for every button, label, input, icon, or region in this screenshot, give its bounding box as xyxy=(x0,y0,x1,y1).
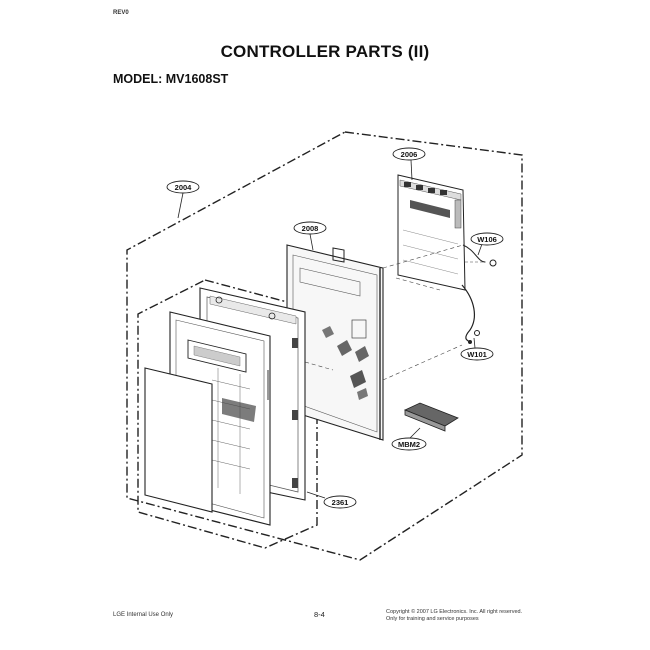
mbm2-module xyxy=(403,402,459,432)
callout-mbm2-label: MBM2 xyxy=(398,440,420,449)
cover-sheet xyxy=(144,367,213,513)
callout-w106-label: W106 xyxy=(477,235,497,244)
callout-2004-label: 2004 xyxy=(175,183,193,192)
wire-w101 xyxy=(461,284,480,344)
assembly-guide-lines xyxy=(304,244,464,381)
callout-2008-label: 2008 xyxy=(302,224,319,233)
callout-2006-label: 2006 xyxy=(401,150,418,159)
callout-2004: 2004 xyxy=(166,180,200,194)
page-title: CONTROLLER PARTS (II) xyxy=(220,42,430,61)
callout-2361: 2361 xyxy=(323,495,357,509)
revision-mark: REV0 xyxy=(113,10,129,16)
footer-internal-use: LGE Internal Use Only xyxy=(113,612,174,618)
copyright-line: Copyright © 2007 LG Electronics. Inc. Al… xyxy=(386,609,523,615)
model-label: MODEL: MV1608ST xyxy=(113,72,229,86)
page-number: 8-4 xyxy=(314,610,325,619)
callout-w101-label: W101 xyxy=(467,350,487,359)
wire-w106 xyxy=(462,244,497,267)
callout-leaders xyxy=(177,159,483,499)
callout-w106: W106 xyxy=(470,232,504,246)
callout-2006: 2006 xyxy=(392,147,426,161)
footer-copyright: Copyright © 2007 LG Electronics. Inc. Al… xyxy=(386,609,546,623)
usage-line: Only for training and service purposes xyxy=(386,616,479,622)
assembly-boundary-outer xyxy=(126,131,523,561)
callout-w101: W101 xyxy=(460,347,494,361)
callout-mbm2: MBM2 xyxy=(391,437,427,451)
callout-2008: 2008 xyxy=(293,221,327,235)
pcb-board xyxy=(397,174,466,291)
callout-2361-label: 2361 xyxy=(332,498,349,507)
